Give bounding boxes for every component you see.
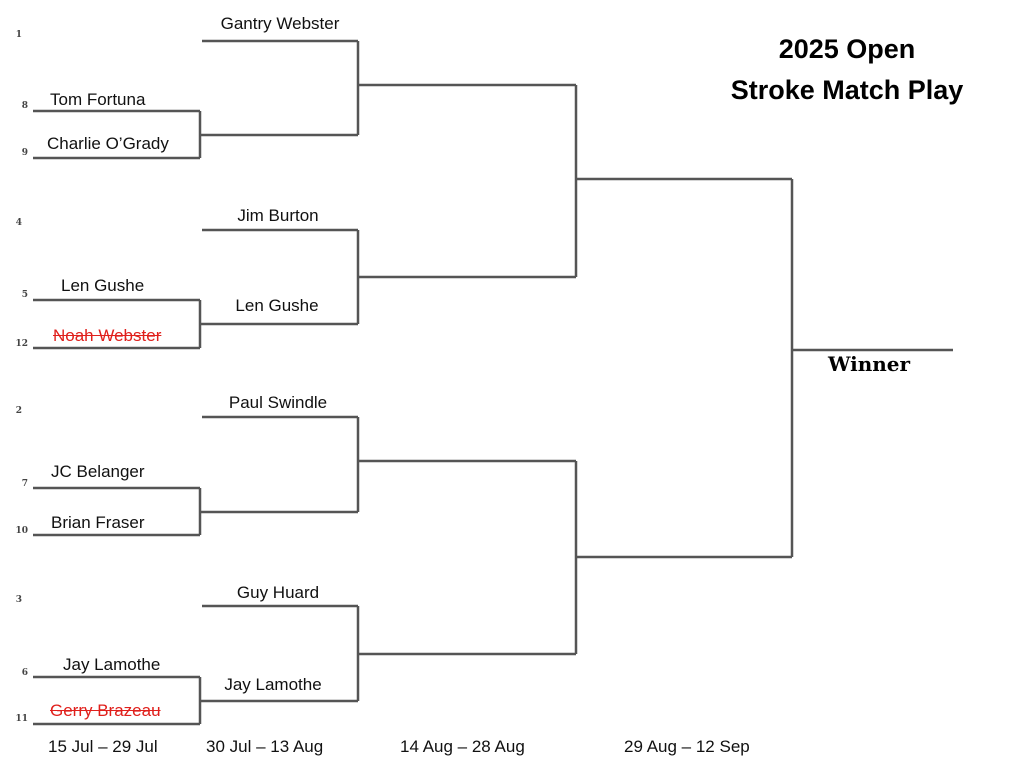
seed-number: 5 [21, 290, 28, 300]
seed-number: 4 [15, 218, 22, 228]
title-line-1: 2025 Open [778, 34, 916, 64]
player-name: Guy Huard [236, 583, 320, 602]
seed-number: 8 [21, 101, 28, 111]
winner-label: Winner [828, 352, 911, 376]
player-name: Brian Fraser [51, 513, 145, 532]
seed-number: 12 [15, 339, 28, 349]
round-dates: 29 Aug – 12 Sep [624, 737, 750, 756]
title-line-2: Stroke Match Play [730, 75, 964, 105]
round-dates: 14 Aug – 28 Aug [400, 737, 525, 756]
seed-number: 10 [15, 526, 28, 536]
player-name: Len Gushe [61, 276, 145, 295]
seed-number: 7 [21, 479, 28, 489]
player-name: JC Belanger [51, 462, 145, 481]
round-dates: 15 Jul – 29 Jul [48, 737, 158, 756]
player-name: Jim Burton [237, 206, 319, 225]
seed-number: 9 [21, 148, 28, 158]
player-name: Paul Swindle [228, 393, 328, 412]
player-name: Charlie O’Grady [47, 134, 169, 153]
seed-number: 11 [15, 714, 28, 724]
player-name: Gantry Webster [220, 14, 340, 33]
seed-number: 2 [15, 406, 22, 416]
seed-number: 3 [15, 595, 22, 605]
player-name-eliminated: Noah Webster [53, 326, 162, 345]
player-name: Tom Fortuna [50, 90, 146, 109]
seed-number: 1 [15, 30, 22, 40]
seed-number: 6 [21, 668, 28, 678]
player-name: Jay Lamothe [63, 655, 161, 674]
round-dates: 30 Jul – 13 Aug [206, 737, 324, 756]
player-name: Len Gushe [235, 296, 319, 315]
player-name: Jay Lamothe [224, 675, 322, 694]
player-name-eliminated: Gerry Brazeau [50, 701, 161, 720]
